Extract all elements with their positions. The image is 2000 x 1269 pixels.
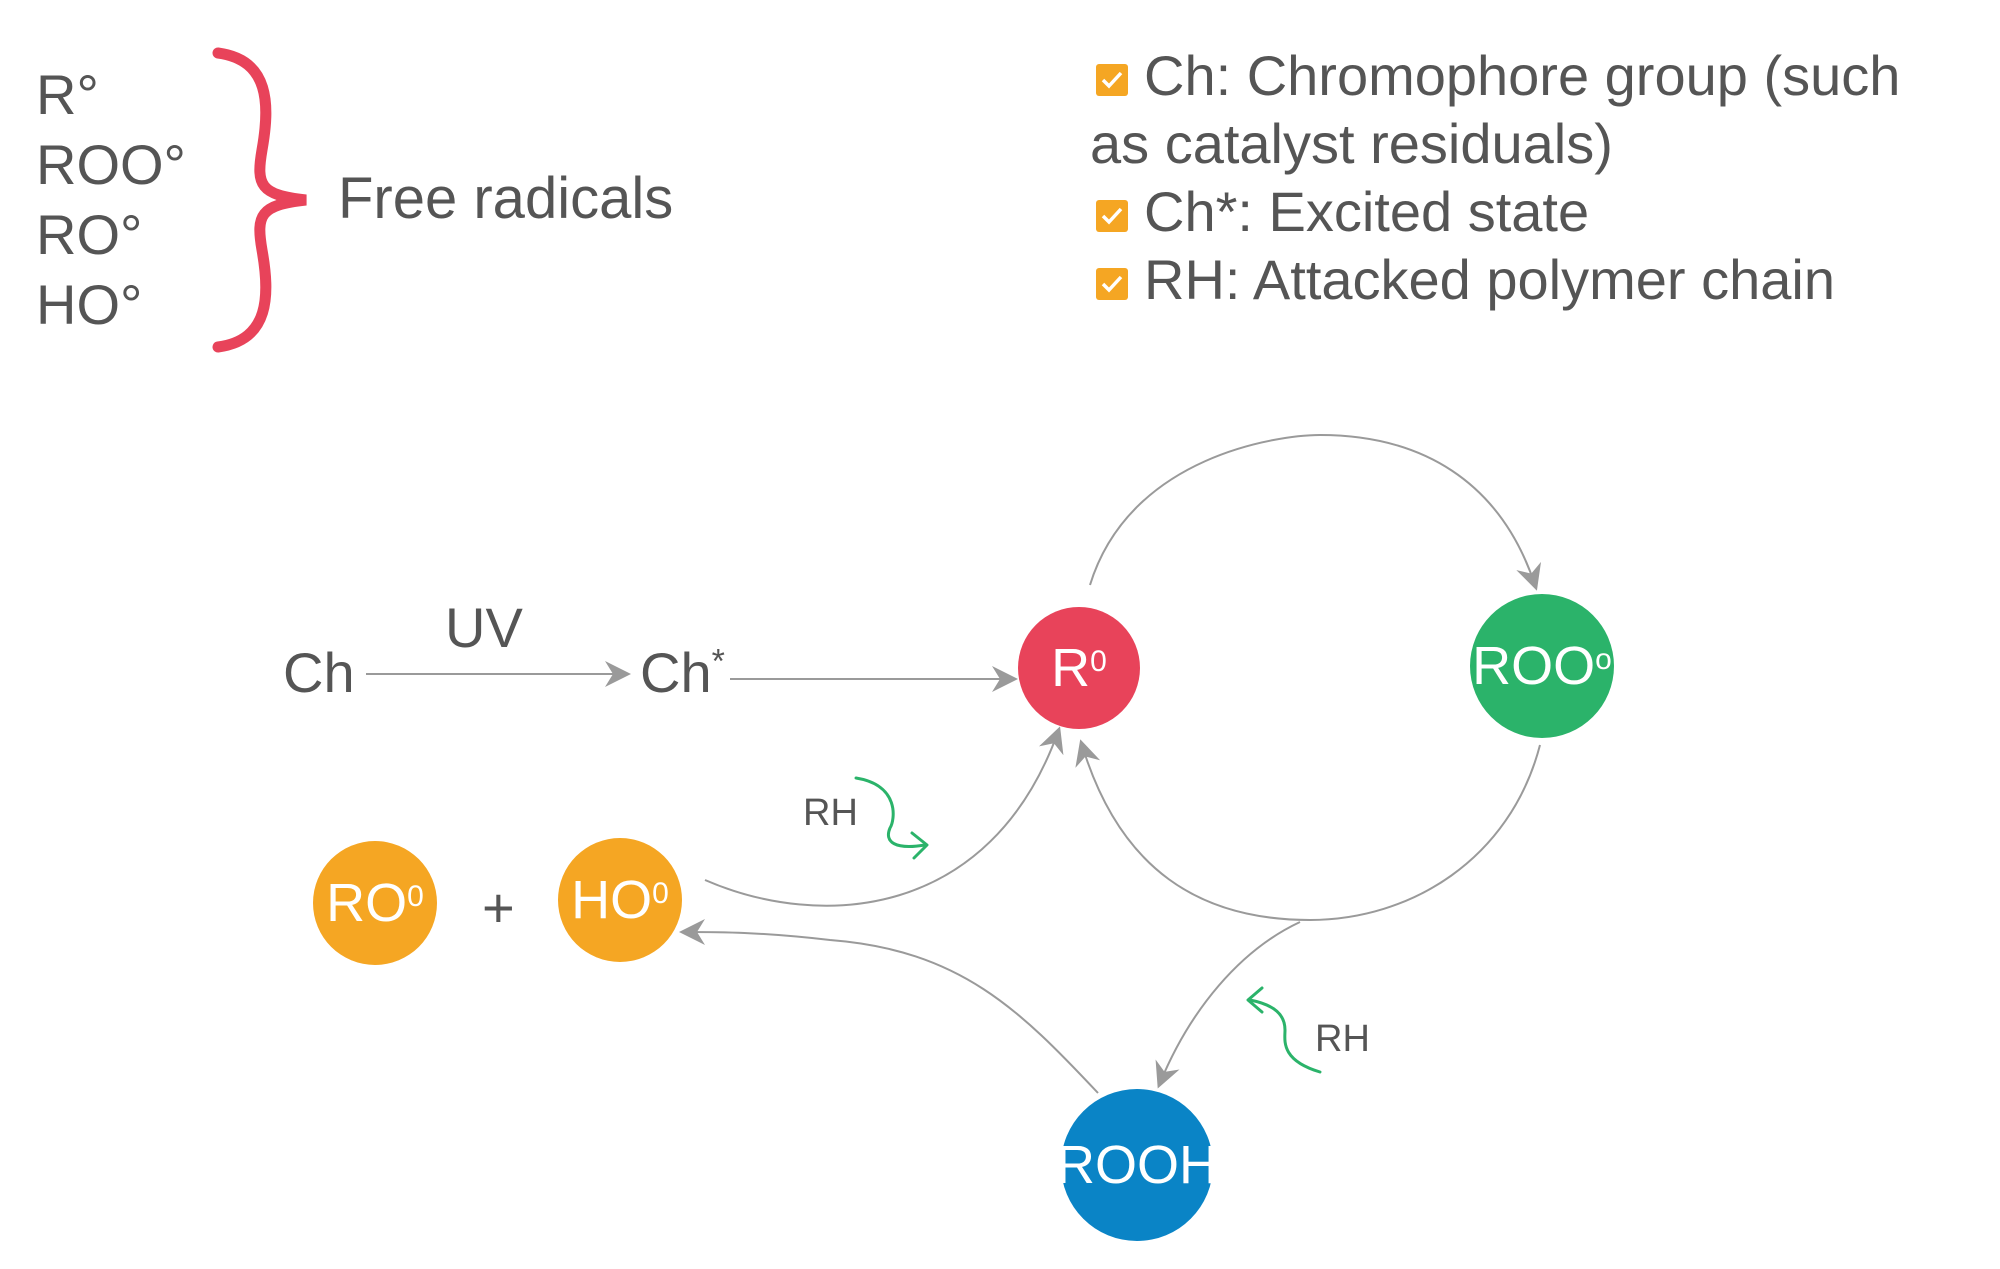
node-label: RO: [326, 873, 408, 933]
arrow-rooh-to-ho: [679, 919, 1099, 1094]
arrow-r-to-roo: [1089, 433, 1541, 591]
rh-arrowhead-left: [910, 831, 929, 860]
node-rooh: ROOH: [1056, 1089, 1218, 1241]
legend-item-excited: Ch*: Excited state: [1090, 178, 1970, 246]
checkbox-checked-icon: [1096, 200, 1128, 232]
checkbox-checked-icon: [1096, 64, 1128, 96]
radical-list: R° ROO° RO° HO°: [36, 60, 186, 340]
node-sup: o: [1595, 643, 1612, 676]
node-label: ROO: [1472, 636, 1596, 696]
rh-squiggle-left: [854, 776, 927, 848]
legend: Ch: Chromophore group (such as catalyst …: [1090, 42, 1970, 314]
ch-label: Ch: [283, 641, 355, 704]
ch-star-base: Ch: [640, 641, 712, 704]
node-sup: 0: [652, 877, 669, 910]
ch-star-label: Ch*: [640, 640, 725, 705]
radical-item: R°: [36, 63, 99, 126]
curly-brace-icon: [212, 47, 307, 353]
uv-label: UV: [445, 596, 523, 659]
rh-squiggle-right: [1248, 998, 1322, 1074]
arrow-ho-to-r: [704, 726, 1064, 907]
free-radicals-label: Free radicals: [338, 166, 674, 231]
plus-sign: +: [482, 876, 515, 939]
node-sup: 0: [407, 880, 424, 913]
radical-item: ROO°: [36, 133, 186, 196]
node-label: HO: [571, 870, 653, 930]
rh-label-left: RH: [803, 792, 858, 834]
ch-star-sup: *: [711, 642, 725, 681]
rh-label-right: RH: [1315, 1018, 1370, 1060]
arrow-cycle-to-rooh: [1155, 921, 1301, 1089]
node-label: ROOH: [1056, 1135, 1218, 1195]
node-sup: 0: [1090, 645, 1107, 678]
checkbox-checked-icon: [1096, 268, 1128, 300]
legend-item-chromophore: Ch: Chromophore group (such as catalyst …: [1090, 42, 1970, 178]
legend-item-polymer: RH: Attacked polymer chain: [1090, 246, 1970, 314]
arrow-roo-to-r: [1075, 739, 1541, 922]
legend-text-continued: as catalyst residuals): [1090, 112, 1613, 175]
node-label: R: [1051, 638, 1091, 698]
radical-item: HO°: [36, 273, 143, 336]
rh-arrowhead-right: [1246, 986, 1264, 1014]
legend-text: Ch*: Excited state: [1144, 180, 1590, 243]
legend-text: Ch: Chromophore group (such: [1144, 44, 1901, 107]
radical-item: RO°: [36, 203, 143, 266]
legend-text: RH: Attacked polymer chain: [1144, 248, 1835, 311]
